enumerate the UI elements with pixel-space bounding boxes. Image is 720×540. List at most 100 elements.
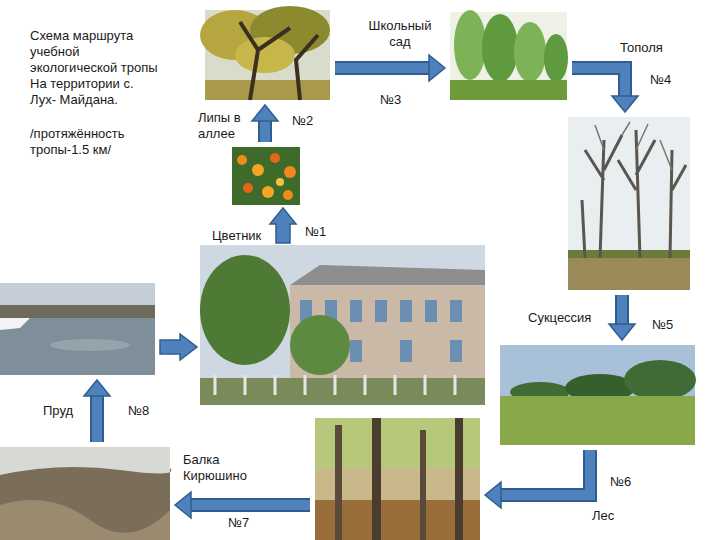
window (375, 300, 387, 322)
arrow-head (485, 482, 501, 508)
flower (284, 166, 296, 178)
arrow-body (92, 396, 102, 442)
arrow-head (429, 55, 445, 81)
station-photo: Сукцессия№5 (500, 345, 695, 445)
tree-crown (514, 22, 546, 82)
arrow-outline (335, 61, 429, 75)
tree-trunk (372, 418, 381, 540)
station-name: Лес (592, 508, 614, 524)
bare-tree (582, 130, 686, 258)
photo-ground (450, 80, 567, 100)
window (425, 300, 437, 322)
snow (0, 318, 30, 330)
window (350, 300, 362, 322)
station-photo: Балка Кирюшино№7 (0, 447, 170, 540)
station-number: №6 (610, 474, 631, 490)
garden-photo (450, 10, 568, 100)
photo-ground (500, 396, 695, 445)
school-photo (200, 245, 485, 405)
station-name: Сукцессия (528, 310, 591, 326)
station-photo: Цветник№1 (232, 147, 300, 205)
water-glare (50, 339, 130, 351)
photo-sky (200, 245, 485, 405)
photo-sky (500, 345, 695, 445)
station-number: №7 (228, 515, 249, 531)
station-name: Пруд (43, 403, 73, 419)
photo-ground (568, 258, 690, 290)
hill (0, 467, 171, 540)
route-arrow (609, 295, 635, 340)
station-number: №4 (650, 72, 671, 88)
station-number: №8 (128, 403, 149, 419)
arrow-head (612, 96, 638, 112)
roof (290, 265, 485, 285)
flower (270, 153, 280, 163)
station-number: №3 (380, 92, 401, 108)
building (290, 285, 485, 380)
slope (0, 500, 170, 540)
station-name: Тополя (620, 40, 663, 56)
diagram-title: Схема маршрута учебной экологической тро… (30, 28, 160, 108)
photo-ground (232, 147, 300, 205)
tree-crown (200, 255, 290, 365)
photo-ground (315, 418, 480, 540)
ravine-photo (0, 447, 171, 540)
window (400, 300, 412, 322)
station-number: №5 (652, 317, 673, 333)
block-arrow (160, 334, 197, 360)
photo-ground (200, 378, 485, 405)
flower (276, 178, 284, 186)
arrow-head (84, 380, 110, 396)
forest-photo (315, 418, 480, 540)
route-arrow (485, 450, 590, 508)
station-name: Цветник (212, 228, 261, 244)
arrow-outline (501, 450, 590, 495)
poplar-photo (568, 117, 690, 290)
linden-photo (200, 6, 330, 100)
route-arrow (175, 492, 310, 518)
tree-branch (595, 122, 672, 170)
block-arrow (270, 208, 296, 243)
tree-crown (454, 10, 486, 80)
arrow-head (252, 105, 278, 121)
shore (0, 305, 155, 318)
arrow-outline (191, 498, 310, 512)
flower (243, 183, 253, 193)
arrow-body (617, 295, 627, 324)
station-photo: Липы в аллее№2 (205, 10, 330, 100)
arrow-outline (615, 295, 629, 324)
station-photo: Лес№6 (315, 418, 480, 540)
water (0, 318, 155, 375)
flowerbed-photo (232, 147, 300, 205)
flower (262, 186, 274, 198)
tree-trunk (240, 22, 318, 100)
arrow-head (609, 324, 635, 340)
tree-crown (290, 315, 350, 375)
window (400, 340, 412, 362)
flower (237, 155, 247, 165)
route-arrow (84, 380, 110, 442)
station-name: Липы в аллее (198, 110, 256, 142)
window (450, 340, 462, 362)
fence (215, 375, 455, 395)
tree-line (624, 360, 696, 400)
photo-ground (205, 80, 330, 100)
arrow-head (175, 492, 191, 518)
arrow-outline (572, 68, 625, 96)
arrow-outline (258, 121, 272, 142)
tree-trunk (335, 425, 342, 540)
photo-sky (0, 283, 155, 375)
station-photo: Тополя№4 (568, 117, 690, 290)
station-name: Балка Кирюшино (183, 452, 273, 484)
route-arrow (252, 105, 278, 142)
station-name: Школьный сад (360, 18, 440, 50)
route-arrow (572, 68, 638, 112)
flower (283, 190, 293, 200)
note-label: /протяжённость тропы-1.5 км/ (30, 126, 160, 158)
route-arrow (335, 55, 445, 81)
tree-trunk (420, 430, 426, 540)
tree-crown (482, 14, 518, 82)
photo-sky (568, 117, 690, 290)
succession-photo (500, 345, 696, 445)
